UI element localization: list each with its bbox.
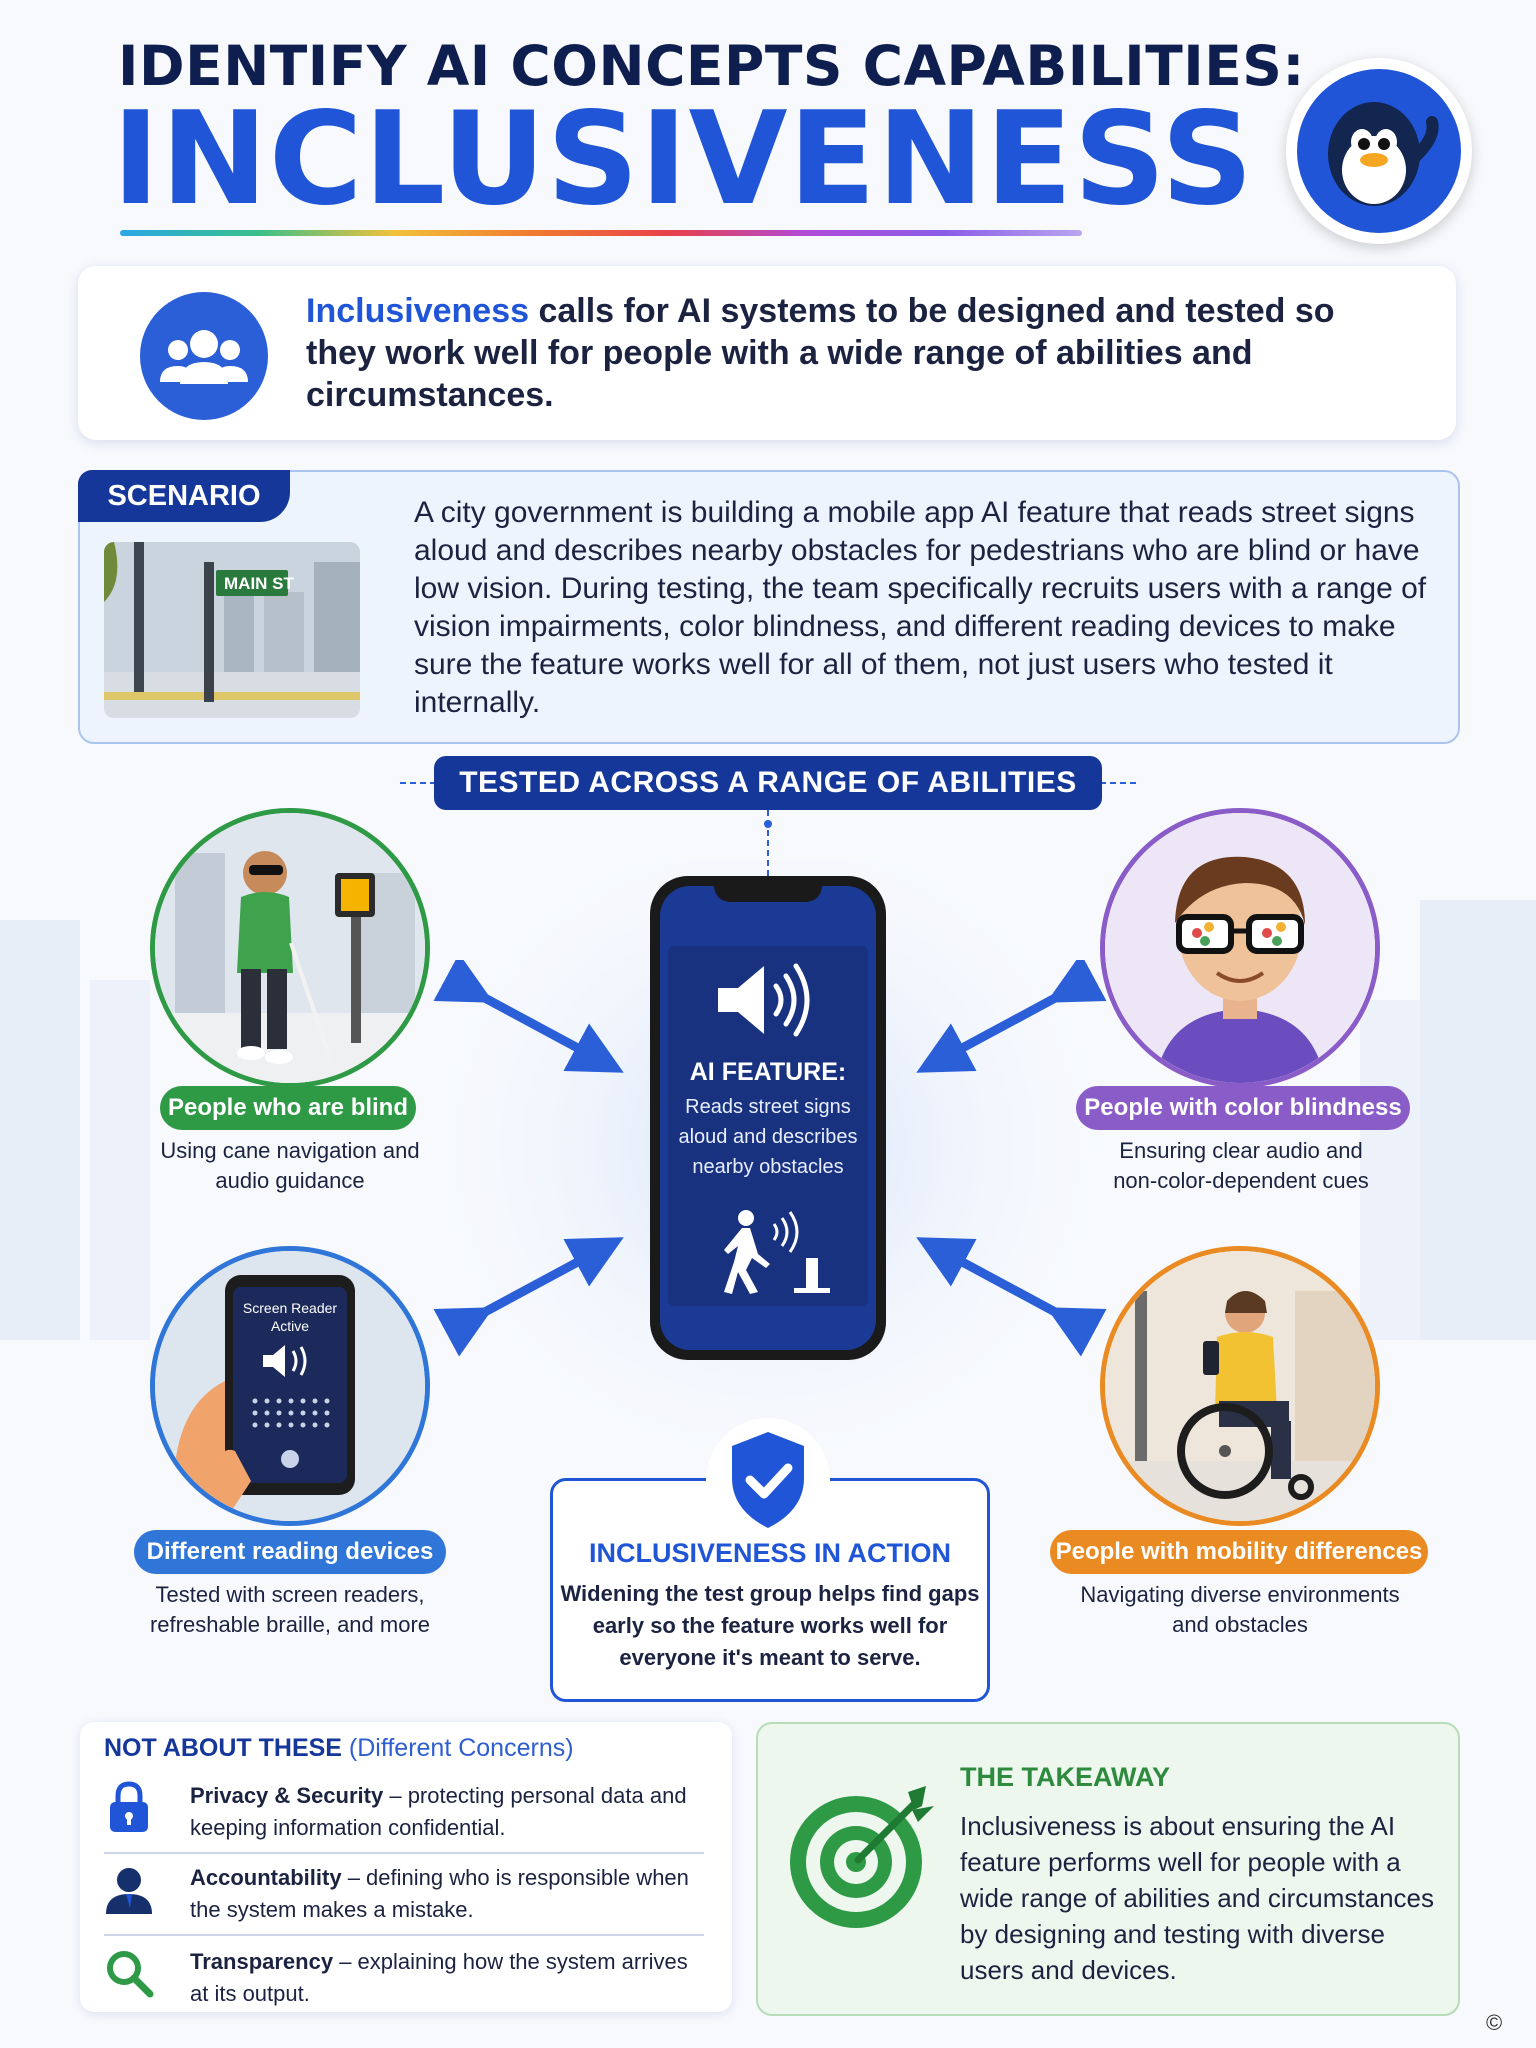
definition-text: Inclusiveness calls for AI systems to be… (306, 290, 1386, 416)
not-about-item-privacy: Privacy & Security – protecting personal… (190, 1780, 710, 1844)
accountability-desc: – defining who is responsible when the s… (190, 1865, 689, 1922)
row-divider (104, 1934, 704, 1936)
page-title: IDENTIFY AI CONCEPTS CAPABILITIES: (118, 34, 1305, 98)
pedestrian-obstacle-icon (724, 1210, 830, 1294)
abilities-banner: TESTED ACROSS A RANGE OF ABILITIES (434, 756, 1102, 810)
svg-text:Active: Active (271, 1318, 309, 1334)
mobility-label: People with mobility differences (1050, 1530, 1428, 1574)
phone-notch (714, 876, 822, 902)
mobility-person-illustration (1100, 1246, 1380, 1526)
action-title: INCLUSIVENESS IN ACTION (588, 1538, 952, 1568)
row-divider (104, 1852, 704, 1854)
group-icon (140, 292, 268, 420)
ai-feature-label: AI FEATURE: (689, 1058, 847, 1086)
action-desc: Widening the test group helps find gaps … (560, 1581, 980, 1670)
not-about-heading: NOT ABOUT THESE (104, 1734, 342, 1762)
scenario-tag: SCENARIO (78, 470, 290, 522)
privacy-desc: – protecting personal data and keeping i… (190, 1783, 687, 1840)
transparency-title: Transparency (190, 1949, 334, 1974)
mobility-desc: Navigating diverse environments and obst… (1080, 1582, 1400, 1637)
takeaway-desc: Inclusiveness is about ensuring the AI f… (960, 1811, 1435, 1985)
street-sign-text: MAIN ST (224, 574, 295, 593)
privacy-title: Privacy & Security (190, 1783, 384, 1808)
devices-desc: Tested with screen readers, refreshable … (149, 1582, 431, 1637)
color-blind-label: People with color blindness (1076, 1086, 1410, 1130)
copyright-mark: © (1486, 2010, 1503, 2035)
penguin-mascot (1286, 58, 1472, 244)
screen-reader-text: Screen Reader (243, 1300, 338, 1316)
definition-card (78, 266, 1456, 440)
takeaway-title: THE TAKEAWAY (960, 1762, 1171, 1792)
not-about-item-transparency: Transparency – explaining how the system… (190, 1946, 710, 2010)
person-icon (106, 1868, 152, 1914)
ai-feature-desc: Reads street signs aloud and describes n… (678, 1096, 858, 1178)
not-about-subtitle: (Different Concerns) (348, 1734, 574, 1762)
title-underline (120, 230, 1082, 236)
transparency-desc: – explaining how the system arrives at i… (190, 1949, 688, 2006)
lock-icon (110, 1781, 148, 1832)
phone-inner-panel (668, 946, 868, 1306)
speaker-icon (718, 963, 810, 1037)
reading-device-illustration: Screen Reader Active (150, 1246, 430, 1526)
not-about-card (80, 1722, 732, 2012)
scenario-text: A city government is building a mobile a… (414, 496, 1427, 719)
blind-person-illustration (150, 808, 430, 1088)
not-about-title: NOT ABOUT THESE (Different Concerns) (104, 1734, 574, 1763)
definition-body: calls for AI systems to be designed and … (306, 292, 1335, 414)
shield-check-icon (706, 1418, 830, 1542)
devices-label: Different reading devices (134, 1530, 446, 1574)
banner-connector (400, 782, 1136, 876)
target-icon (790, 1786, 934, 1928)
color-blind-desc: Ensuring clear audio and non-color-depen… (1113, 1138, 1369, 1193)
accountability-title: Accountability (190, 1865, 342, 1890)
blind-desc: Using cane navigation and audio guidance (160, 1138, 420, 1193)
color-blind-person-illustration (1100, 808, 1380, 1088)
blind-label: People who are blind (160, 1086, 416, 1130)
magnifier-icon (107, 1951, 154, 1998)
page-title-topic: INCLUSIVENESS (112, 85, 1255, 234)
definition-highlight: Inclusiveness (306, 292, 530, 330)
street-sign-image: MAIN ST (104, 542, 360, 718)
connector-arrows (433, 960, 1107, 1357)
not-about-item-accountability: Accountability – defining who is respons… (190, 1862, 710, 1926)
